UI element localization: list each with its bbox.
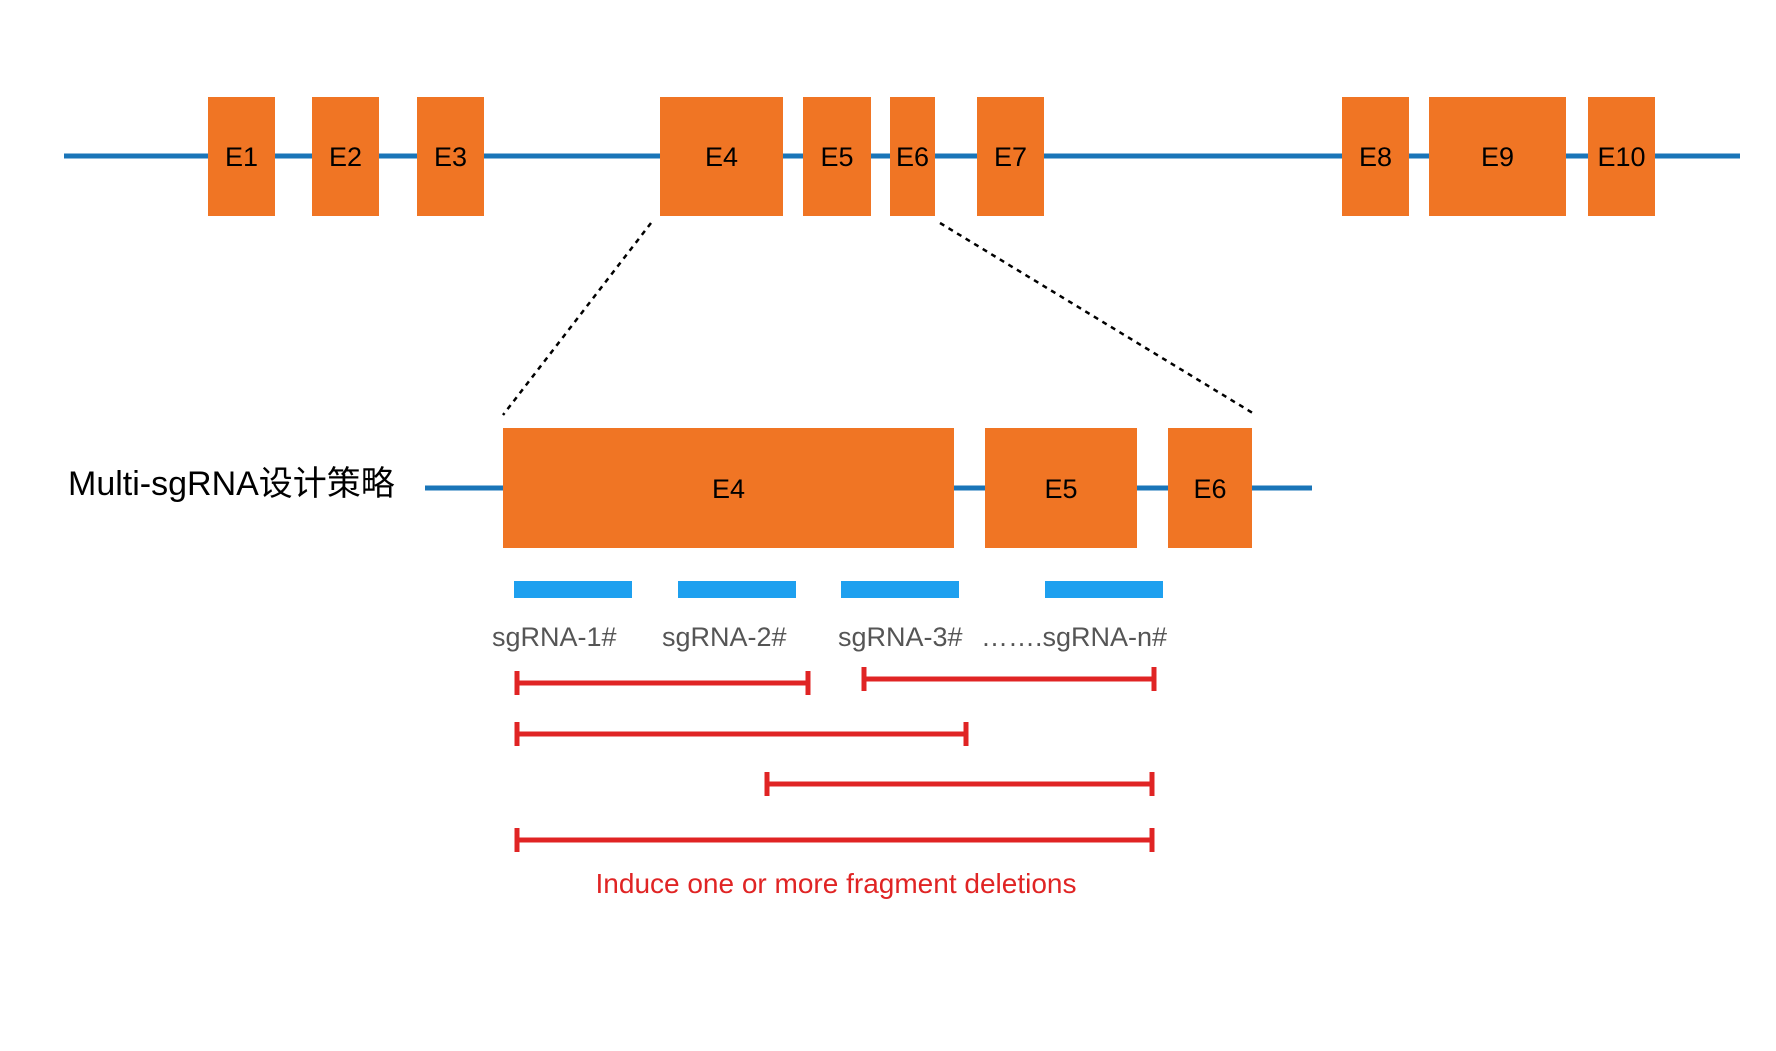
exon-box: [1342, 97, 1409, 216]
top-exon-e3: E3: [417, 97, 484, 216]
zoom-connector-right: [939, 221, 1257, 417]
exon-box: [417, 97, 484, 216]
top-exons: E1 E2 E3 E4 E5 E6 E7 E8 E9 E10: [208, 97, 1655, 216]
sgrna-label-3: sgRNA-3#: [838, 622, 963, 652]
exon-label: E2: [329, 142, 362, 172]
exon-box: [503, 428, 954, 548]
top-gene: E1 E2 E3 E4 E5 E6 E7 E8 E9 E10: [64, 97, 1740, 216]
exon-label: E9: [1481, 142, 1514, 172]
exon-box: [985, 428, 1137, 548]
sgrna-bar-2: [678, 581, 796, 598]
sgrna-label-n: …….sgRNA-n#: [981, 622, 1167, 652]
top-exon-e6: E6: [890, 97, 935, 216]
zoom-exons: E4 E5 E6: [503, 428, 1252, 548]
zoom-exon-e6: E6: [1168, 428, 1252, 548]
exon-box: [660, 97, 783, 216]
deletion-range-4: [764, 772, 1155, 796]
exon-box: [977, 97, 1044, 216]
top-exon-e7: E7: [977, 97, 1044, 216]
exon-label: E5: [820, 142, 853, 172]
top-exon-e1: E1: [208, 97, 275, 216]
sgrna-bars: [514, 581, 1163, 598]
exon-box: [312, 97, 379, 216]
exon-box: [1588, 97, 1655, 216]
exon-label: E7: [994, 142, 1027, 172]
sgrna-bar-4: [1045, 581, 1163, 598]
exon-label: E3: [434, 142, 467, 172]
sgrna-bar-3: [841, 581, 959, 598]
top-exon-e5: E5: [803, 97, 871, 216]
exon-label: E10: [1597, 142, 1645, 172]
exon-box: [803, 97, 871, 216]
sgrna-labels: sgRNA-1# sgRNA-2# sgRNA-3# …….sgRNA-n#: [492, 622, 1167, 652]
exon-label: E8: [1359, 142, 1392, 172]
top-exon-e4: E4: [660, 97, 783, 216]
exon-box: [208, 97, 275, 216]
sgrna-label-2: sgRNA-2#: [662, 622, 787, 652]
sgrna-label-1: sgRNA-1#: [492, 622, 617, 652]
exon-box: [1168, 428, 1252, 548]
exon-label: E4: [712, 474, 745, 504]
deletion-range-5: [514, 828, 1155, 852]
zoom-connector-left: [502, 222, 652, 416]
deletion-range-2: [861, 667, 1157, 691]
deletion-caption: Induce one or more fragment deletions: [596, 868, 1077, 899]
top-exon-e10: E10: [1588, 97, 1655, 216]
sgrna-bar-1: [514, 581, 632, 598]
zoom-connectors: [502, 221, 1257, 417]
exon-label: E4: [705, 142, 738, 172]
zoom-exon-e5: E5: [985, 428, 1137, 548]
zoom-exon-e4: E4: [503, 428, 954, 548]
zoom-gene: Multi-sgRNA设计策略 E4 E5 E6: [68, 428, 1312, 548]
top-exon-e9: E9: [1429, 97, 1566, 216]
exon-box: [1429, 97, 1566, 216]
exon-label: E1: [225, 142, 258, 172]
deletion-range-1: [514, 671, 811, 695]
top-exon-e2: E2: [312, 97, 379, 216]
exon-label: E6: [896, 142, 929, 172]
top-exon-e8: E8: [1342, 97, 1409, 216]
exon-label: E6: [1193, 474, 1226, 504]
exon-box: [890, 97, 935, 216]
exon-label: E5: [1044, 474, 1077, 504]
deletion-range-3: [514, 722, 969, 746]
strategy-title: Multi-sgRNA设计策略: [68, 465, 395, 503]
deletion-lines: [514, 667, 1157, 852]
